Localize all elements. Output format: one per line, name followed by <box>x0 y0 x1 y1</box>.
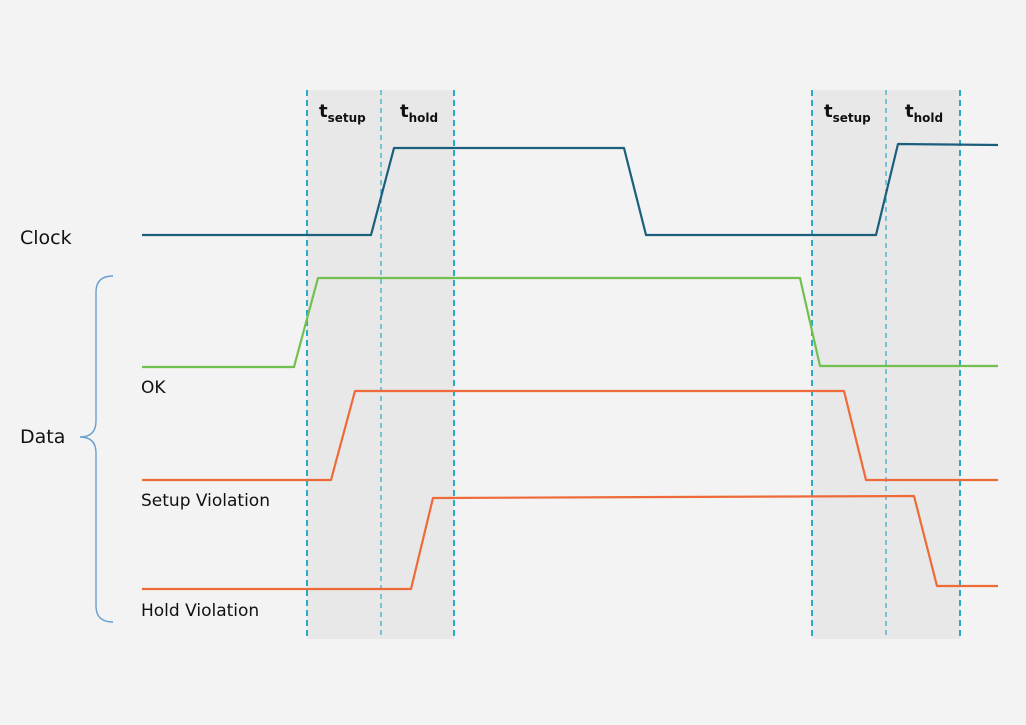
setup-time-label-2: tsetup <box>824 101 871 125</box>
timing-window-1 <box>306 90 455 639</box>
data-brace <box>79 275 114 623</box>
hold-time-label-2: thold <box>905 101 943 125</box>
ok-signal-label: OK <box>141 378 166 398</box>
timing-window-2 <box>811 90 961 639</box>
hold-violation-signal-label: Hold Violation <box>141 601 259 621</box>
ok-data-waveform <box>142 276 998 369</box>
data-label: Data <box>20 426 65 448</box>
setup-violation-waveform <box>142 389 998 482</box>
clock-waveform <box>142 142 999 237</box>
hold-time-label-1: thold <box>400 101 438 125</box>
setup-time-label-1: tsetup <box>319 101 366 125</box>
clock-label: Clock <box>20 227 72 249</box>
hold-violation-waveform <box>142 494 998 591</box>
setup-violation-signal-label: Setup Violation <box>141 491 270 511</box>
